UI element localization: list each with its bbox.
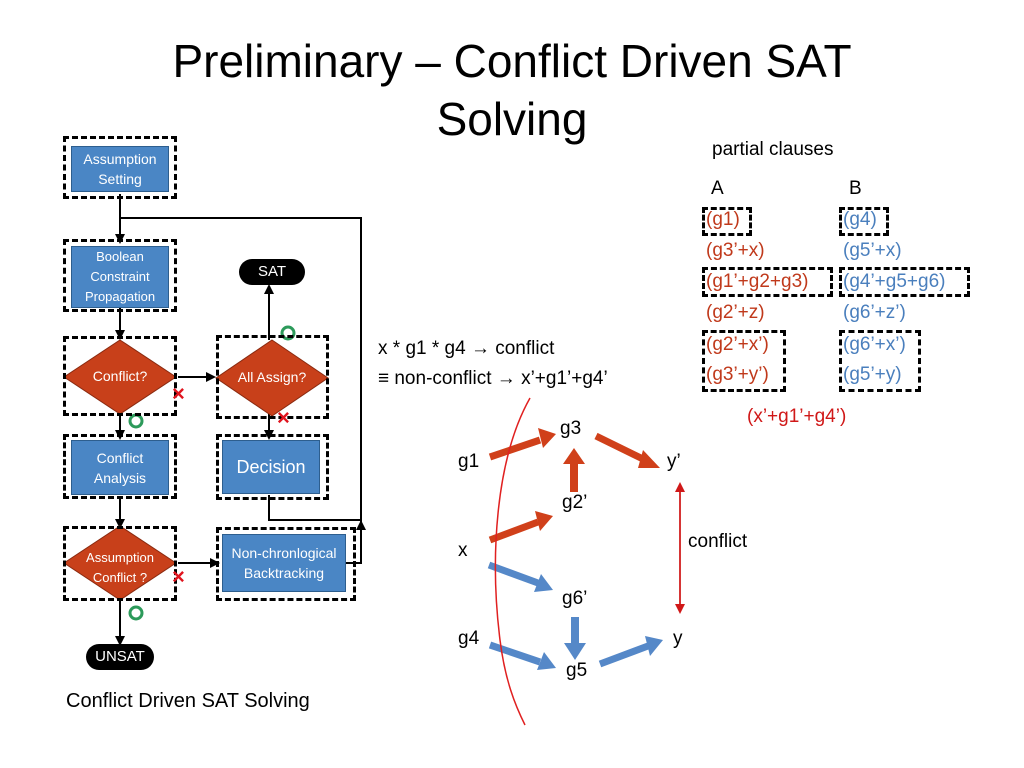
clause-b-4: (g6’+z’): [843, 302, 906, 323]
yes-mark-allassign: [280, 325, 296, 341]
flowchart-caption: Conflict Driven SAT Solving: [66, 690, 310, 712]
statement-line-1: x * g1 * g4 → conflict: [378, 338, 555, 359]
clause-b-1: (g4): [843, 209, 877, 230]
frame-decision: [216, 434, 329, 500]
node-y-prime: y’: [667, 451, 681, 472]
unsat-terminal: UNSAT: [86, 644, 154, 670]
sat-terminal: SAT: [239, 259, 305, 285]
frame-ncb: [216, 527, 356, 601]
edge-g5-y: [598, 642, 650, 668]
frame-assumption-conflict: [63, 526, 177, 601]
clauses-heading: partial clauses: [712, 139, 834, 160]
edge-g3-yprime: [594, 432, 647, 464]
yes-mark-assumption-conflict: [128, 605, 144, 621]
statement-line-2: ≡ non-conflict → x’+g1’+g4’: [378, 368, 608, 389]
frame-clause-a-1: [702, 207, 752, 236]
decision-loop: [268, 495, 361, 521]
frame-clause-a-3: [702, 267, 833, 297]
node-g4: g4: [458, 628, 480, 649]
frame-clause-b-3: [839, 267, 970, 297]
frame-clause-b-5-6: [839, 330, 921, 392]
column-a-header: A: [711, 178, 724, 199]
clause-b-2: (g5’+x): [843, 240, 902, 261]
slide-title: Preliminary – Conflict Driven SAT Solvin…: [0, 32, 1024, 148]
interpolant-clause: (x’+g1’+g4’): [747, 406, 847, 427]
yes-mark-conflict: [128, 413, 144, 429]
node-g6-prime: g6’: [562, 588, 588, 609]
clause-a-2: (g3’+x): [706, 240, 765, 261]
column-b-header: B: [849, 178, 862, 199]
frame-clause-a-5-6: [702, 330, 786, 392]
title-line-1: Preliminary – Conflict Driven SAT: [172, 35, 852, 87]
clause-a-3: (g1’+g2+g3): [706, 271, 809, 292]
frame-clause-b-1: [839, 207, 889, 236]
edge-g1-g3: [488, 436, 542, 461]
all-assign-label: All Assign?: [237, 369, 307, 385]
node-g1: g1: [458, 451, 480, 472]
node-x: x: [458, 540, 468, 561]
frame-assumption-setting: [63, 136, 177, 199]
title-line-2: Solving: [436, 93, 588, 145]
frame-conflict: [63, 336, 177, 416]
decision-box: Decision: [222, 440, 320, 494]
frame-bcp: [63, 239, 177, 312]
clause-b-6: (g5’+y): [843, 364, 902, 385]
edge-x-g2prime: [488, 518, 540, 544]
edge-g4-g5: [488, 641, 542, 666]
node-y: y: [673, 628, 683, 649]
no-mark-conflict: ×: [172, 381, 185, 406]
clause-a-6: (g3’+y’): [706, 364, 769, 385]
clause-b-3: (g4’+g5+g6): [843, 271, 946, 292]
frame-conflict-analysis: [63, 434, 177, 499]
node-g3: g3: [560, 418, 582, 439]
conflict-label: conflict: [688, 531, 748, 552]
cut-line: [494, 397, 531, 726]
clause-a-5: (g2’+x’): [706, 334, 769, 355]
node-g5: g5: [566, 660, 588, 681]
conflict-q-label: Conflict?: [92, 368, 148, 384]
no-mark-allassign: ×: [277, 405, 290, 430]
clause-a-4: (g2’+z): [706, 302, 765, 323]
no-mark-assumption-conflict: ×: [172, 564, 185, 589]
clause-a-1: (g1): [706, 209, 740, 230]
frame-all-assign: [216, 335, 329, 419]
clause-b-5: (g6’+x’): [843, 334, 906, 355]
node-g2-prime: g2’: [562, 492, 588, 513]
edge-x-g6prime: [487, 561, 540, 587]
